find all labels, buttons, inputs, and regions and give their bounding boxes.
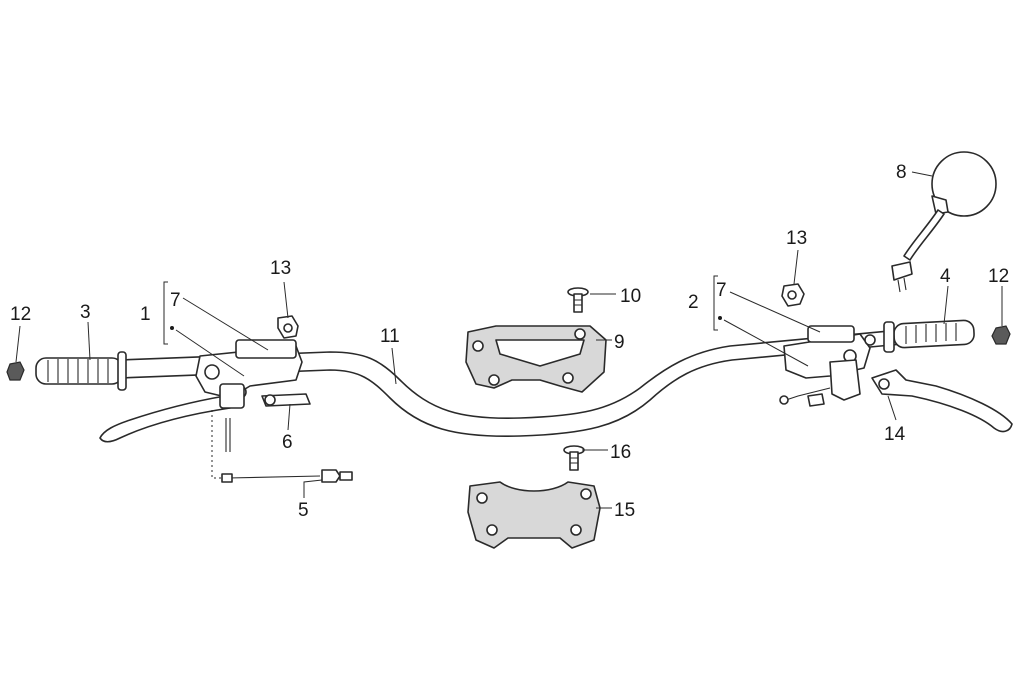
right-bar-end (991, 325, 1011, 345)
callout-15: 15 (614, 500, 635, 521)
callout-7-right: 7 (716, 280, 727, 301)
right-bracket-2 (713, 275, 722, 331)
right-grip (883, 319, 975, 353)
callout-1: 1 (140, 304, 151, 325)
callout-12-left: 12 (10, 304, 31, 325)
leader-lines (15, 171, 1003, 509)
callout-13-left: 13 (270, 258, 291, 279)
callout-5: 5 (298, 500, 309, 521)
callout-16: 16 (610, 442, 631, 463)
callout-10: 10 (620, 286, 641, 307)
callout-6: 6 (282, 432, 293, 453)
callout-8: 8 (896, 162, 907, 183)
right-lever (871, 369, 1013, 433)
callout-13-right: 13 (786, 228, 807, 249)
left-grip (35, 351, 127, 391)
callout-3: 3 (80, 302, 91, 323)
lower-clamp-screw (563, 445, 585, 471)
callout-12-right: 12 (988, 266, 1009, 287)
left-brake-assembly (99, 339, 311, 443)
callout-4: 4 (940, 266, 951, 287)
lower-clamp (467, 481, 601, 549)
callout-2: 2 (688, 292, 699, 313)
upper-clamp-screw (567, 287, 589, 313)
callout-11: 11 (380, 326, 400, 347)
mirror (891, 151, 997, 293)
right-switch (781, 283, 805, 307)
callout-14: 14 (884, 424, 906, 445)
upper-clamp (465, 325, 607, 393)
right-brake-assembly (779, 325, 876, 407)
left-bracket-1 (163, 281, 174, 345)
left-switch (277, 315, 299, 339)
callout-9: 9 (614, 332, 625, 353)
callout-7-left: 7 (170, 290, 181, 311)
callouts: 12 3 1 7 13 6 5 11 10 9 16 15 2 7 13 8 4… (10, 162, 1009, 521)
left-bar-end (6, 361, 25, 381)
